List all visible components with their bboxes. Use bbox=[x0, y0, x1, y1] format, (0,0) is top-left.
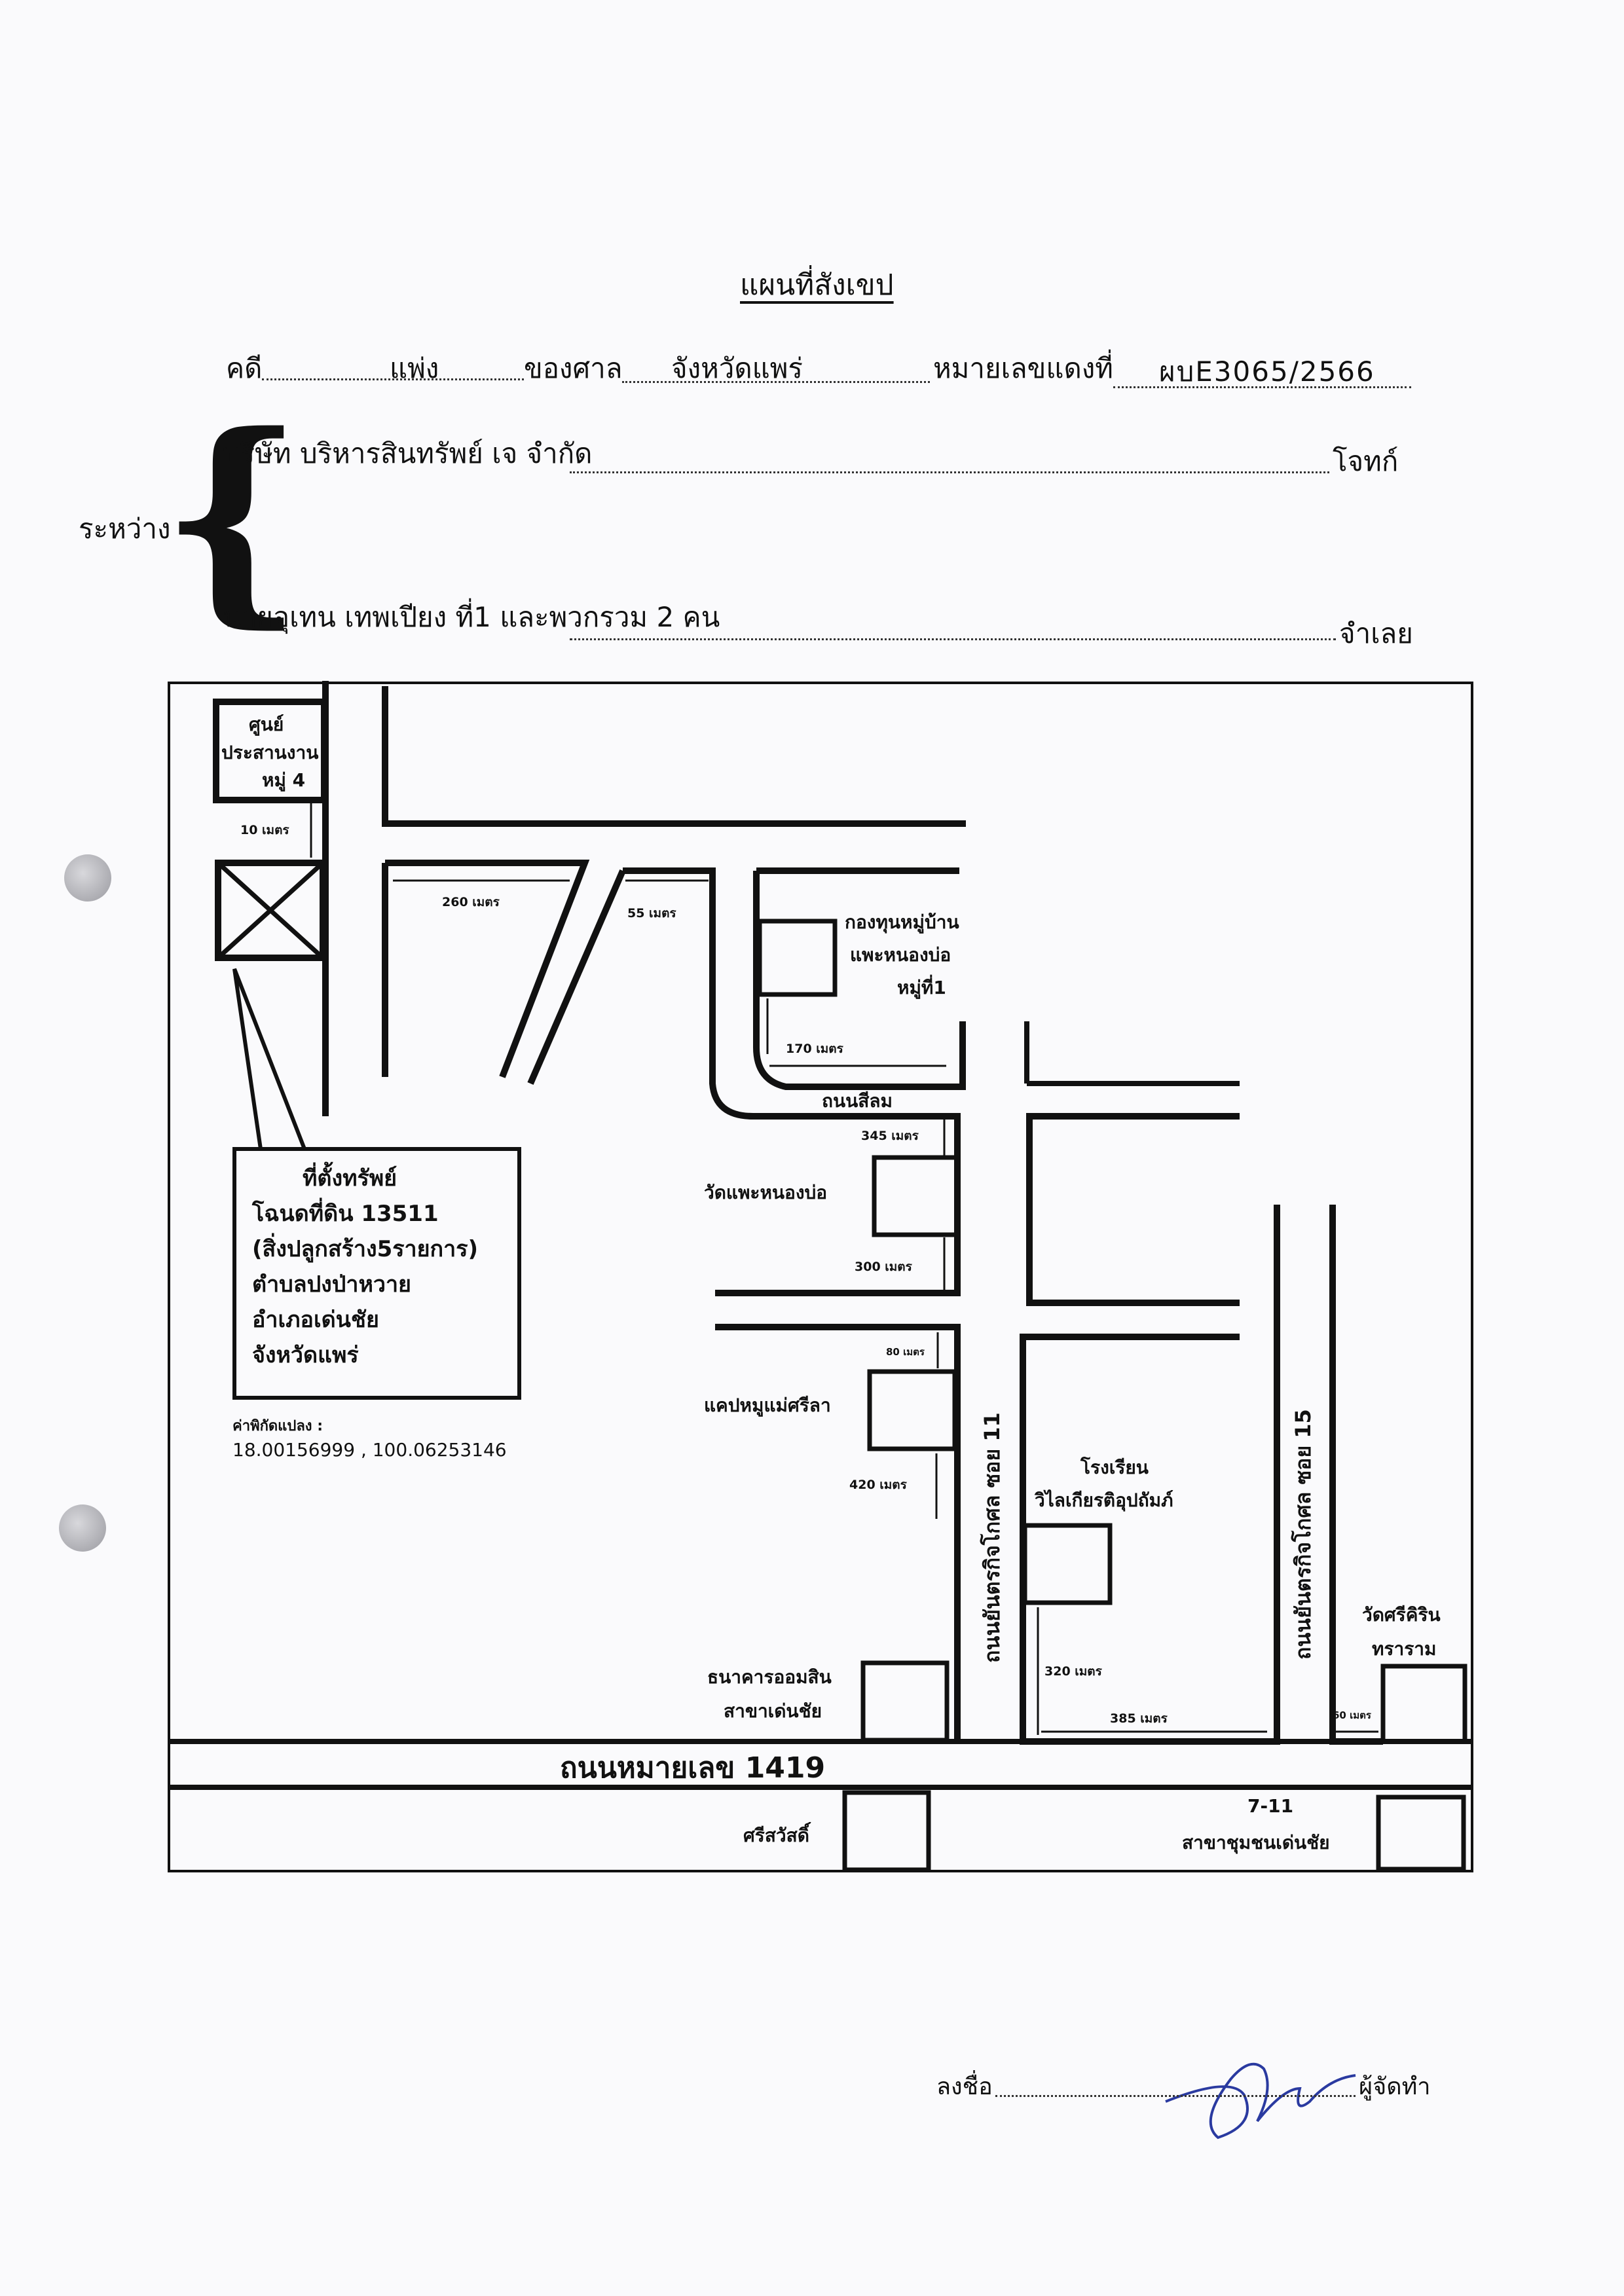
plaintiff-dots bbox=[570, 471, 1329, 473]
case-dots bbox=[262, 378, 524, 380]
between-label: ระหว่าง bbox=[79, 513, 171, 545]
road-right-block bbox=[1026, 1113, 1240, 1306]
bank-line-1: ธนาคารออมสิน bbox=[707, 1666, 832, 1688]
dist-345: 345 เมตร bbox=[861, 1129, 919, 1143]
dist-300: 300 เมตร bbox=[855, 1260, 912, 1274]
center-line-2: ประสานงาน bbox=[221, 742, 319, 763]
red-no-label: หมายเลขแดงที่ bbox=[933, 352, 1113, 384]
property-line-4: ตำบลปงป่าหวาย bbox=[252, 1271, 411, 1298]
defendant-dots bbox=[570, 638, 1336, 640]
defendant-role: จำเลย bbox=[1339, 617, 1413, 649]
camp-box bbox=[867, 1369, 957, 1451]
village-fund-box bbox=[757, 919, 838, 997]
dist-55: 55 เมตร bbox=[627, 906, 676, 920]
property-callout-pointer bbox=[232, 968, 308, 1151]
school-line-1: โรงเรียน bbox=[1080, 1457, 1149, 1478]
coord-label: ค่าพิกัดแปลง : bbox=[232, 1418, 323, 1434]
dist-170: 170 เมตร bbox=[786, 1042, 843, 1056]
property-line-6: จังหวัดแพร่ bbox=[252, 1342, 359, 1368]
doc-title: แผนที่สังเขป bbox=[740, 268, 894, 302]
punch-hole-top bbox=[64, 854, 111, 902]
temple-sri-box bbox=[1380, 1664, 1467, 1744]
road-curve-d bbox=[753, 867, 966, 1090]
school-box bbox=[1022, 1523, 1113, 1605]
road-diagonal-b bbox=[527, 869, 626, 1085]
dist-60: 60 เมตร bbox=[1333, 1709, 1371, 1721]
signature-stroke bbox=[1165, 2062, 1356, 2140]
case-label: คดี bbox=[226, 352, 263, 384]
temple-sri-line-1: วัดศรีคิริน bbox=[1362, 1604, 1441, 1626]
center-line-3: หมู่ 4 bbox=[262, 769, 306, 791]
sign-label: ลงชื่อ bbox=[936, 2073, 993, 2100]
dist-385: 385 เมตร bbox=[1110, 1711, 1168, 1726]
center-line-1: ศูนย์ bbox=[249, 714, 284, 735]
dist-80: 80 เมตร bbox=[886, 1346, 925, 1358]
sign-dots bbox=[995, 2095, 1356, 2097]
srisawat-box bbox=[842, 1790, 931, 1872]
dist-260: 260 เมตร bbox=[442, 895, 500, 909]
main-road-label: ถนนหมายเลข 1419 bbox=[560, 1751, 826, 1785]
property-marker-cross bbox=[216, 861, 325, 960]
coord-value: 18.00156999 , 100.06253146 bbox=[232, 1439, 507, 1461]
seven-line-2: สาขาชุมชนเด่นชัย bbox=[1182, 1832, 1330, 1853]
court-name: จังหวัดแพร่ bbox=[671, 352, 803, 384]
property-callout-box bbox=[232, 1147, 521, 1400]
bank-line-2: สาขาเด่นชัย bbox=[724, 1700, 822, 1722]
map-frame bbox=[168, 682, 1473, 1872]
seven-line-1: 7-11 bbox=[1247, 1795, 1294, 1817]
brace-icon: { bbox=[160, 386, 304, 647]
temple-nongbo-label: วัดแพะหนองบ่อ bbox=[704, 1182, 828, 1203]
village-fund-line-1: กองทุนหมู่บ้าน bbox=[845, 911, 959, 933]
road-diagonal-c bbox=[623, 867, 961, 1296]
property-line-5: อำเภอเด่นชัย bbox=[252, 1307, 379, 1333]
dist-10: 10 เมตร bbox=[240, 823, 289, 837]
red-no-value: ผบE3065/2566 bbox=[1159, 355, 1375, 388]
plaintiff-role: โจทก์ bbox=[1333, 445, 1399, 477]
road-soi11-right bbox=[1020, 1205, 1280, 1745]
red-no-dots bbox=[1113, 386, 1411, 388]
temple-sri-line-2: ทราราม bbox=[1372, 1638, 1437, 1660]
sign-role: ผู้จัดทำ bbox=[1359, 2073, 1431, 2100]
dist-320: 320 เมตร bbox=[1044, 1664, 1102, 1679]
road-soi11-left bbox=[715, 1324, 961, 1741]
defendant-name: นายอุเทน เทพเปียง ที่1 และพวกรวม 2 คน bbox=[223, 601, 720, 633]
village-fund-line-3: หมู่ที่1 bbox=[897, 977, 946, 998]
plaintiff-name: บริษัท บริหารสินทรัพย์ เจ จำกัด bbox=[223, 437, 593, 469]
punch-hole-bottom bbox=[59, 1504, 106, 1552]
road-silom-label: ถนนสีลม bbox=[822, 1090, 893, 1112]
court-dots bbox=[622, 381, 930, 383]
road-soi11-label: ถนนยันตรกิจโกศล ซอย 11 bbox=[980, 1412, 1005, 1663]
property-line-1: ที่ตั้งทรัพย์ bbox=[303, 1165, 397, 1192]
court-label: ของศาล bbox=[524, 352, 623, 384]
property-line-2: โฉนดที่ดิน 13511 bbox=[252, 1201, 439, 1227]
seven-eleven-box bbox=[1376, 1795, 1466, 1872]
camp-label: แคปหมูแม่ศรีลา bbox=[704, 1394, 831, 1416]
road-row-top bbox=[385, 860, 590, 1078]
srisawat-label: ศรีสวัสดิ์ bbox=[743, 1825, 809, 1846]
property-line-3: (สิ่งปลูกสร้าง5รายการ) bbox=[252, 1236, 479, 1262]
road-vertical-2 bbox=[382, 686, 966, 827]
temple-nongbo-box bbox=[872, 1155, 961, 1237]
bank-box bbox=[860, 1660, 950, 1743]
school-line-2: วิไลเกียรติอุปถัมภ์ bbox=[1035, 1489, 1173, 1511]
village-fund-line-2: แพะหนองบ่อ bbox=[850, 944, 951, 966]
dist-420: 420 เมตร bbox=[849, 1478, 907, 1492]
road-soi15-label: ถนนยันตรกิจโกศล ซอย 15 bbox=[1291, 1409, 1316, 1660]
case-type: แพ่ง bbox=[390, 352, 439, 384]
